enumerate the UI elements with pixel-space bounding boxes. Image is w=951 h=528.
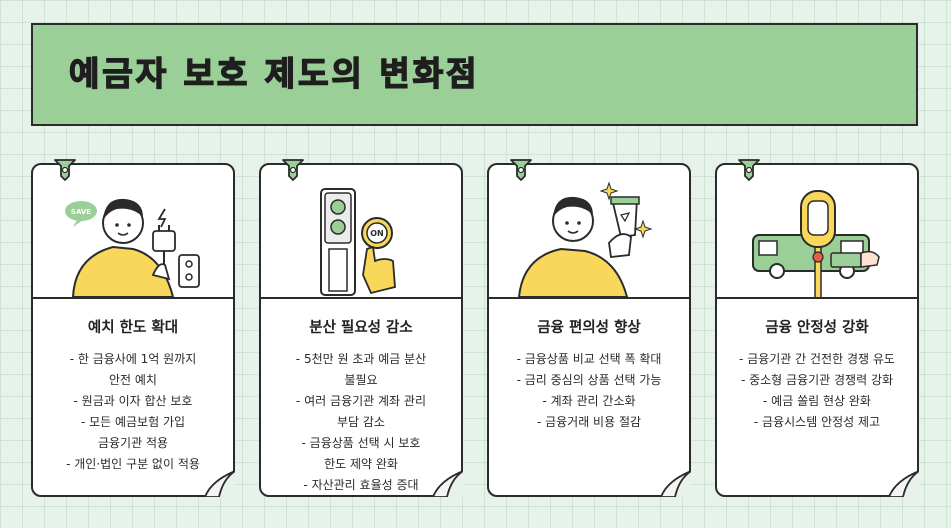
bullet-item: 부담 감소 — [337, 415, 385, 429]
page-title: 예금자 보호 제도의 변화점 — [68, 53, 480, 94]
page-curl-icon — [661, 471, 691, 497]
card-no-split-needed: ON 분산 필요성 감소 - 5천만 원 초과 예금 분산 불필요 - 여러 금… — [259, 159, 463, 497]
card-heading: 분산 필요성 감소 — [309, 320, 413, 336]
bullet-item: - 중소형 금융기관 경쟁력 강화 — [740, 373, 894, 387]
bullet-item: - 금융기관 간 건전한 경쟁 유도 — [739, 352, 895, 366]
bullet-item: - 개인·법인 구분 없이 적용 — [66, 457, 200, 471]
paper-clip-icon — [510, 159, 532, 181]
card-heading: 예치 한도 확대 — [87, 320, 179, 336]
bullet-item: 금융기관 적용 — [97, 436, 169, 450]
bullet-item: - 금융시스템 안정성 제고 — [753, 415, 881, 429]
bullet-item: - 한 금융사에 1억 원까지 — [69, 352, 197, 366]
bullet-list: - 금융상품 비교 선택 폭 확대 - 금리 중심의 상품 선택 가능 - 계좌… — [493, 349, 685, 433]
bullet-list: - 금융기관 간 건전한 경쟁 유도 - 중소형 금융기관 경쟁력 강화 - 예… — [721, 349, 913, 433]
bullet-item: - 5천만 원 초과 예금 분산 — [295, 352, 427, 366]
bullet-item: - 모든 예금보험 가입 — [80, 415, 186, 429]
bullet-item: 안전 예치 — [109, 373, 157, 387]
card-heading: 금융 안정성 강화 — [765, 320, 869, 336]
bullet-item: - 예금 쏠림 현상 완화 — [763, 394, 871, 408]
paper-clip-icon — [54, 159, 76, 181]
bullet-item: - 금융상품 선택 시 보호 — [301, 436, 421, 450]
card-convenience: 금융 편의성 향상 - 금융상품 비교 선택 폭 확대 - 금리 중심의 상품 … — [487, 159, 691, 497]
kiosk-on-button-illustration: ON — [261, 188, 461, 299]
card-stability: 금융 안정성 강화 - 금융기관 간 건전한 경쟁 유도 - 중소형 금융기관 … — [715, 159, 919, 497]
title-banner: 예금자 보호 제도의 변화점 — [31, 23, 918, 126]
bus-stop-illustration — [717, 190, 917, 299]
card-heading: 금융 편의성 향상 — [537, 320, 641, 336]
bullet-item: 한도 제약 완화 — [324, 457, 398, 471]
page-curl-icon — [205, 471, 235, 497]
card-deposit-limit: SAVE 예치 한도 확대 - 한 금융사에 1억 원까지 안전 예치 - 원금… — [31, 159, 235, 497]
paper-clip-icon — [282, 159, 304, 181]
bullet-item: - 금리 중심의 상품 선택 가능 — [516, 373, 662, 387]
person-with-cup-illustration — [489, 181, 689, 299]
save-badge: SAVE — [71, 208, 91, 216]
bullet-item: - 계좌 관리 간소화 — [542, 394, 636, 408]
bullet-item: - 금융상품 비교 선택 폭 확대 — [516, 352, 662, 366]
on-button-label: ON — [370, 229, 384, 238]
bullet-list: - 5천만 원 초과 예금 분산 불필요 - 여러 금융기관 계좌 관리 부담 … — [265, 349, 457, 496]
page-curl-icon — [889, 471, 919, 497]
bullet-list: - 한 금융사에 1억 원까지 안전 예치 - 원금과 이자 합산 보호 - 모… — [37, 349, 229, 475]
bullet-item: - 금융거래 비용 절감 — [536, 415, 642, 429]
bullet-item: - 자산관리 효율성 증대 — [303, 478, 419, 492]
bullet-item: - 여러 금융기관 계좌 관리 — [296, 394, 426, 408]
person-with-plug-illustration: SAVE — [33, 198, 233, 299]
paper-clip-icon — [738, 159, 760, 181]
bullet-item: 불필요 — [344, 373, 378, 387]
page-curl-icon — [433, 471, 463, 497]
bullet-item: - 원금과 이자 합산 보호 — [73, 394, 193, 408]
